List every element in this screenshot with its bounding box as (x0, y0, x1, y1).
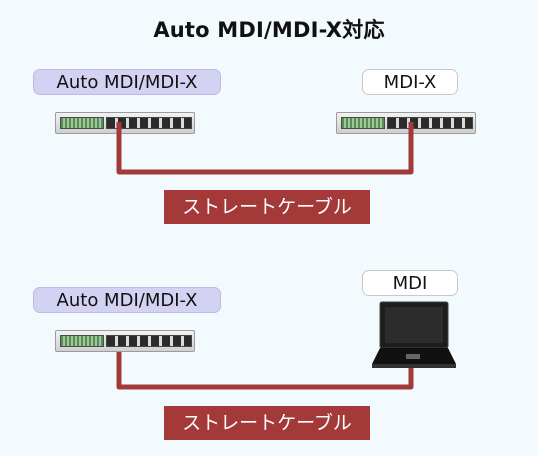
diagram-title: Auto MDI/MDI-X対応 (153, 18, 385, 42)
top-cable-label: ストレートケーブル (164, 190, 370, 224)
top-right-switch-icon (336, 112, 476, 134)
top-cable (116, 122, 414, 175)
laptop-icon (372, 301, 456, 368)
bottom-cable-label: ストレートケーブル (164, 406, 370, 440)
bottom-cable (116, 338, 414, 390)
bottom-left-switch-icon (55, 330, 195, 352)
bottom-left-port-label: Auto MDI/MDI-X (33, 287, 221, 313)
top-left-switch-icon (55, 112, 195, 134)
top-left-port-label: Auto MDI/MDI-X (33, 69, 221, 95)
top-right-port-label: MDI-X (362, 69, 458, 95)
bottom-right-port-label: MDI (362, 270, 458, 296)
